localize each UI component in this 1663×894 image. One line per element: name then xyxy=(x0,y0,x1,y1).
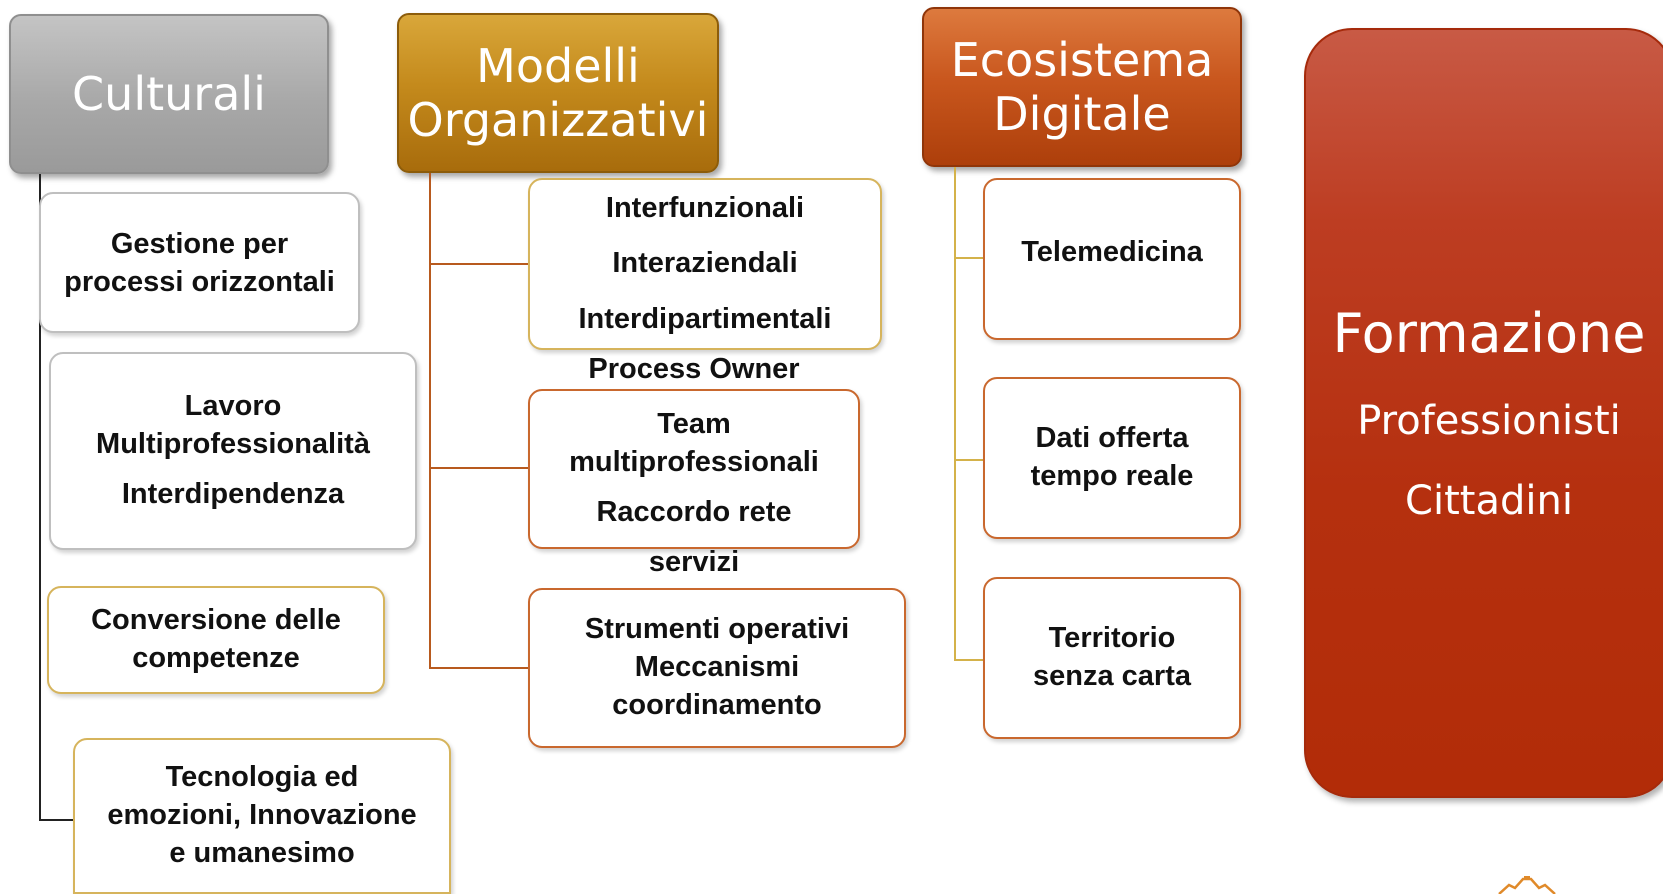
culturali-item-4-line-2: emozioni, Innovazione xyxy=(107,799,417,832)
ecosistema-item-2-line-1: Dati offerta xyxy=(1035,422,1189,455)
modelli-item-1-line-1: Interfunzionali xyxy=(605,192,805,225)
ecosistema-item-1-line-1: Telemedicina xyxy=(1021,236,1203,269)
modelli-header: Modelli Organizzativi xyxy=(397,13,719,173)
culturali-header-label: Culturali xyxy=(72,66,266,121)
culturali-connector xyxy=(39,174,41,821)
culturali-item-4-line-1: Tecnologia ed xyxy=(165,761,359,794)
ecosistema-connector-tick-2 xyxy=(954,459,984,461)
formazione-title: Formazione xyxy=(1332,302,1646,365)
modelli-header-line-1: Modelli xyxy=(476,38,640,93)
ecosistema-item-3-line-2: senza carta xyxy=(1033,660,1191,692)
culturali-item-1: Gestione per processi orizzontali xyxy=(39,192,360,333)
modelli-item-3-line-1: Strumenti operativi xyxy=(584,613,850,646)
culturali-item-2-line-1: Lavoro xyxy=(184,390,282,423)
culturali-item-3-line-1: Conversione delle xyxy=(91,604,341,637)
ecosistema-item-3-line-1: Territorio xyxy=(1048,622,1176,655)
culturali-item-3-line-2: competenze xyxy=(132,642,300,674)
culturali-item-1-line-2: processi orizzontali xyxy=(64,265,335,298)
formazione-line-professionisti: Professionisti xyxy=(1357,398,1621,444)
culturali-item-4: Tecnologia ed emozioni, Innovazione e um… xyxy=(73,738,451,894)
logo-icon xyxy=(1498,876,1556,894)
modelli-item-3-line-2: Meccanismi xyxy=(634,651,800,684)
modelli-item-2-below: servizi xyxy=(648,546,740,578)
modelli-connector-tick-3 xyxy=(429,667,529,669)
modelli-item-2-line-1: Team xyxy=(657,408,731,441)
culturali-header: Culturali xyxy=(9,14,329,174)
ecosistema-connector xyxy=(954,167,956,661)
ecosistema-item-2: Dati offerta tempo reale xyxy=(983,377,1241,539)
ecosistema-connector-tick-1 xyxy=(954,257,984,259)
ecosistema-header: Ecosistema Digitale xyxy=(922,7,1242,167)
formazione-line-cittadini: Cittadini xyxy=(1405,478,1573,524)
formazione-block: Formazione Professionisti Cittadini xyxy=(1304,28,1663,798)
culturali-connector-tick-4 xyxy=(39,819,74,821)
ecosistema-header-line-2: Digitale xyxy=(993,87,1171,141)
ecosistema-item-2-line-2: tempo reale xyxy=(1030,460,1194,492)
ecosistema-item-3: Territorio senza carta xyxy=(983,577,1241,739)
modelli-connector xyxy=(429,173,431,668)
culturali-item-3: Conversione delle competenze xyxy=(47,586,385,694)
culturali-item-2-line-2: Multiprofessionalità xyxy=(96,428,370,461)
ecosistema-header-line-1: Ecosistema xyxy=(950,32,1214,87)
modelli-item-1-line-3: Interdipartimentali xyxy=(578,302,832,335)
modelli-connector-tick-1 xyxy=(429,263,529,265)
ecosistema-connector-tick-3 xyxy=(954,659,984,661)
culturali-item-4-line-3: e umanesimo xyxy=(169,836,355,869)
modelli-item-3-line-3: coordinamento xyxy=(612,688,822,721)
culturali-item-2: Lavoro Multiprofessionalità Interdipende… xyxy=(49,352,417,550)
modelli-item-2-line-3: Raccordo rete xyxy=(596,495,792,528)
modelli-connector-tick-2 xyxy=(429,467,529,469)
modelli-item-1-line-2: Interaziendali xyxy=(612,247,798,280)
modelli-item-2: Team multiprofessionali Raccordo rete xyxy=(528,389,860,549)
modelli-item-2-above: Process Owner xyxy=(588,353,800,385)
modelli-header-line-2: Organizzativi xyxy=(407,93,709,147)
culturali-item-1-line-1: Gestione per xyxy=(110,227,289,260)
culturali-item-2-line-3: Interdipendenza xyxy=(121,477,345,510)
modelli-item-3: Strumenti operativi Meccanismi coordinam… xyxy=(528,588,906,748)
modelli-item-2-line-2: multiprofessionali xyxy=(569,446,819,479)
ecosistema-item-1: Telemedicina xyxy=(983,178,1241,340)
modelli-item-1: Interfunzionali Interaziendali Interdipa… xyxy=(528,178,882,350)
